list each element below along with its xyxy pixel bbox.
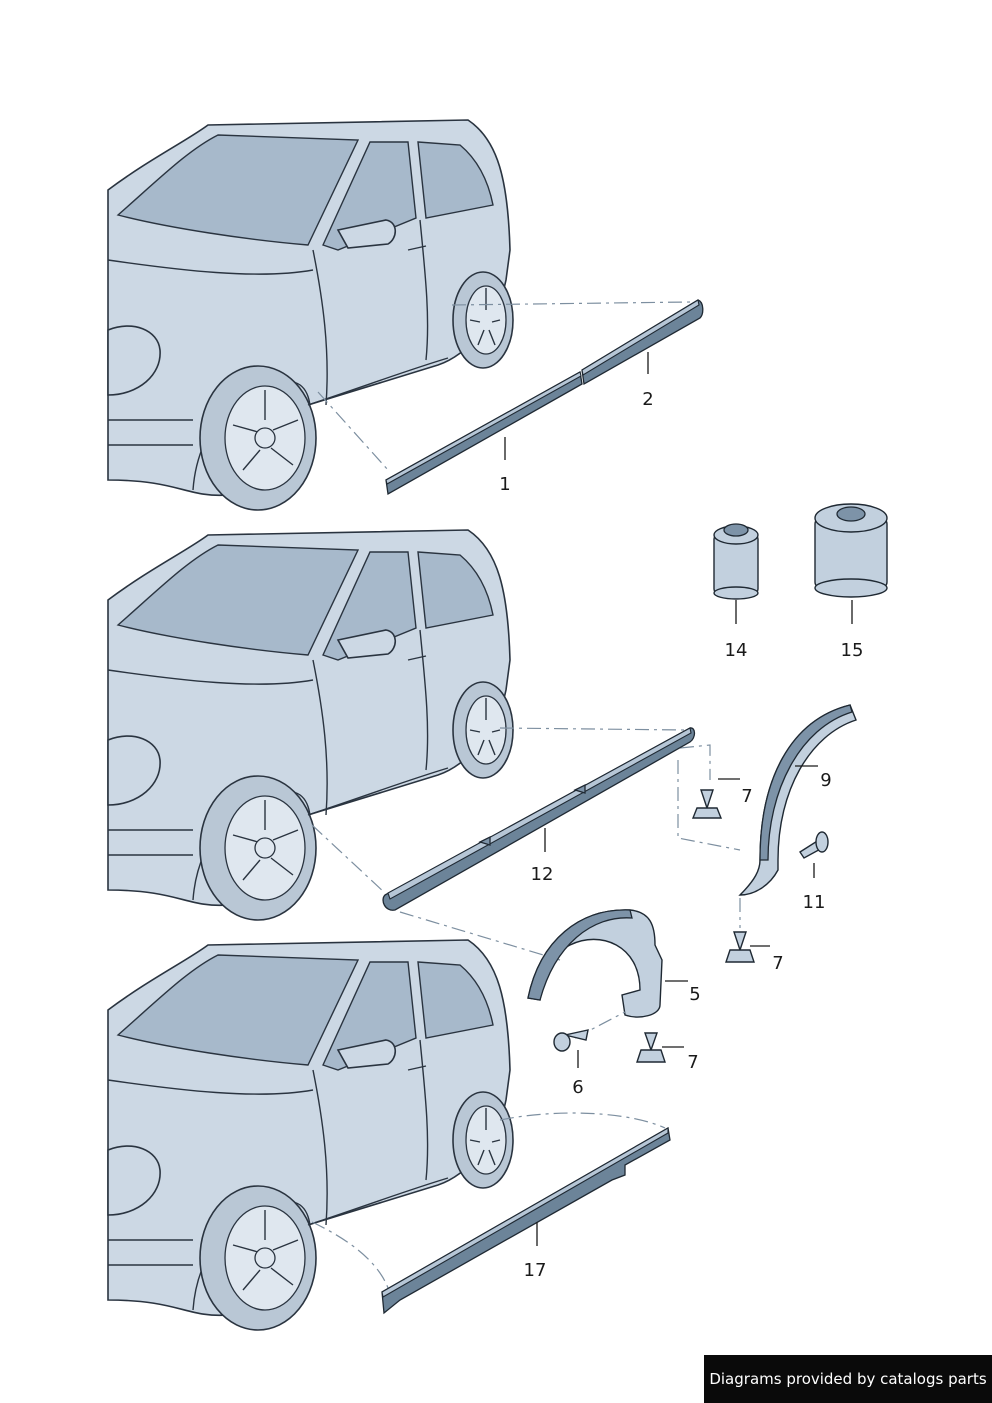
spacer-15-icon <box>814 503 888 598</box>
watermark-badge: Diagrams provided by catalogs parts <box>704 1355 992 1403</box>
guide-line-arch-5 <box>399 911 561 961</box>
callout-12: 12 <box>531 864 554 885</box>
guide-line-front-1 <box>317 391 389 471</box>
screw-7c-icon <box>636 1032 666 1063</box>
guide-line-rear-17 <box>499 1112 666 1129</box>
screw-6-icon <box>553 1029 589 1052</box>
sill-moulding-12 <box>382 727 696 911</box>
screw-7b-icon <box>725 931 755 963</box>
callout-7a: 7 <box>741 786 752 807</box>
callout-5: 5 <box>689 984 700 1005</box>
callout-9: 9 <box>820 770 831 791</box>
callout-1: 1 <box>499 474 510 495</box>
callout-7c: 7 <box>687 1052 698 1073</box>
callout-7b: 7 <box>772 953 783 974</box>
guide-line-arch-9 <box>677 760 741 851</box>
guide-line-front-12 <box>311 824 386 894</box>
callout-11: 11 <box>803 892 826 913</box>
guide-line-rear-12 <box>499 727 686 731</box>
spacer-14-icon <box>713 523 759 600</box>
callout-2: 2 <box>642 389 653 410</box>
guide-line-arc-17 <box>311 1221 389 1289</box>
bolt-11-icon <box>799 831 829 859</box>
sill-panel-17 <box>381 1126 671 1315</box>
door-trim-strip-1 <box>385 370 583 496</box>
watermark-text: Diagrams provided by catalogs parts <box>709 1370 987 1388</box>
wheel-arch-trim-5 <box>527 909 663 1018</box>
callout-17: 17 <box>524 1260 547 1281</box>
car-view-bottom <box>107 939 514 1331</box>
callout-6: 6 <box>572 1077 583 1098</box>
callout-15: 15 <box>841 640 864 661</box>
callout-14: 14 <box>725 640 748 661</box>
screw-7a-icon <box>691 789 723 819</box>
wheel-arch-trim-9 <box>738 704 857 896</box>
door-trim-strip-2 <box>581 299 704 386</box>
guide-line-clip-7 <box>679 744 711 780</box>
guide-line-rear-1 <box>451 301 691 306</box>
